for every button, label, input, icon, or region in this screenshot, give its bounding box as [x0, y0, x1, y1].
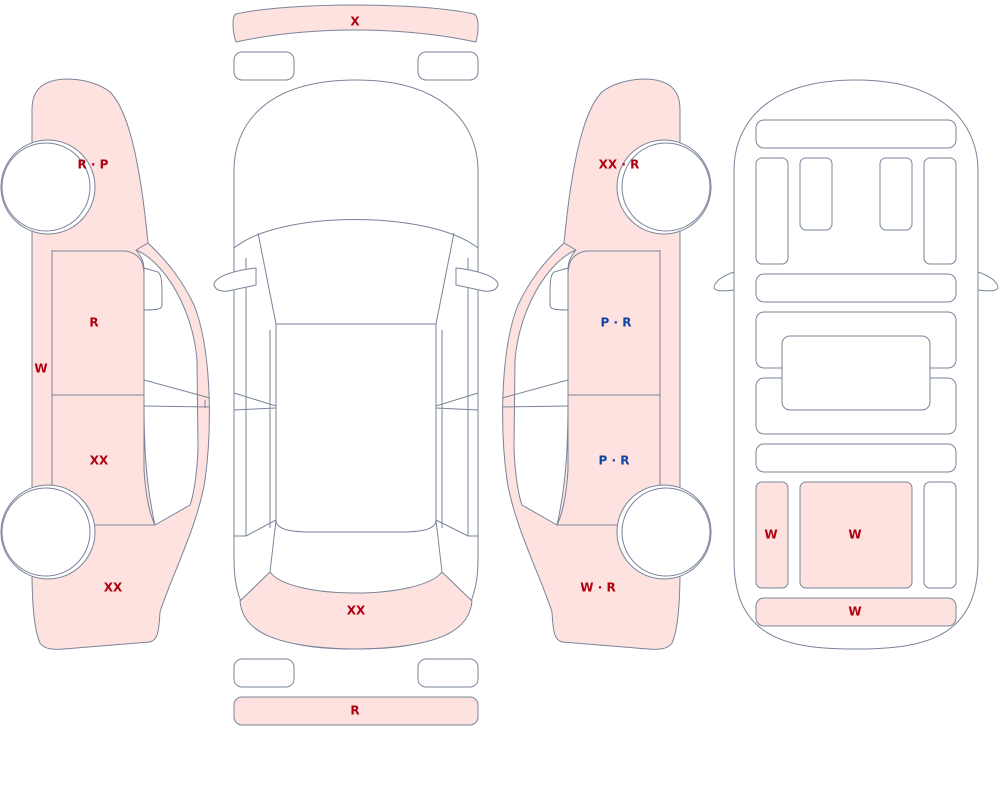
left-a-pillar-line [135, 242, 149, 251]
right-front-wheel [621, 142, 711, 232]
right-rear-line [435, 519, 478, 537]
damage-labels: X R XX R · P R XX XX W XX · R P · R P · … [34, 15, 861, 718]
left-front-door-code: R [89, 316, 98, 330]
right-top-mirror [455, 267, 499, 292]
left-front-fender-code: R · P [78, 158, 109, 172]
hood-code: XX [347, 604, 366, 618]
rear-bumper-code: R [350, 704, 359, 718]
left-rear-line [234, 519, 277, 537]
left-side-view [0, 78, 211, 650]
right-front-fender-code: XX · R [599, 158, 640, 172]
underbody-rear-right-rail [923, 481, 957, 589]
underbody-rear-left-rail [755, 481, 789, 589]
right-front-door-code: P · R [601, 316, 632, 330]
right-a-pillar-line [563, 242, 577, 251]
underbody-left-mirror [713, 271, 735, 292]
left-front-door-panel [51, 250, 145, 396]
underbody-rear-panel [755, 597, 957, 627]
floor-left-rear-code: W [764, 528, 777, 542]
right-hood-line [435, 519, 443, 573]
left-rear-quarter-code: XX [104, 581, 123, 595]
left-door-split-a [233, 392, 277, 407]
left-mirror [143, 267, 163, 311]
underbody-front-panel [755, 119, 957, 149]
left-rear-door-panel [51, 394, 156, 526]
left-a-pillar-top [257, 232, 277, 325]
underbody-front-left-rail [755, 157, 789, 265]
left-hood-line [269, 519, 277, 573]
right-mirror [549, 267, 569, 311]
roof-outline [275, 323, 437, 533]
right-rear-door-code: P · R [599, 454, 630, 468]
rear-right-light [417, 658, 479, 688]
rear-bumper-panel [233, 696, 479, 726]
underbody-front-right-inner [879, 157, 913, 231]
right-a-pillar-top [435, 232, 455, 325]
right-front-door-panel [567, 250, 661, 396]
right-rear-door-panel [556, 394, 661, 526]
underbody-tunnel [781, 335, 931, 411]
right-rear-wheel [621, 487, 711, 577]
right-door-split-b [435, 407, 479, 411]
left-rocker-code: W [34, 362, 47, 376]
left-front-wheel [1, 142, 91, 232]
front-bumper-panel [232, 4, 479, 43]
floor-center-rear-code: W [848, 528, 861, 542]
hood-panel [239, 571, 473, 650]
right-door-split-a [435, 392, 479, 407]
rear-left-light [233, 658, 295, 688]
underbody-crossmember-rear [755, 443, 957, 473]
underbody-front-left-inner [799, 157, 833, 231]
right-rear-quarter-code: W · R [580, 581, 615, 595]
underbody-rear-floor-pan [799, 481, 913, 589]
left-pillar-line-a [143, 379, 211, 399]
right-pillar-line-b [501, 405, 569, 408]
left-top-mirror [213, 267, 257, 292]
right-pillar-line-a [501, 379, 569, 399]
right-side-view [501, 78, 712, 650]
front-right-light [417, 51, 479, 81]
underbody-view [713, 79, 999, 650]
left-rear-door-code: XX [90, 454, 109, 468]
top-view [213, 4, 499, 726]
underbody-right-mirror [977, 271, 999, 292]
left-pillar-line-b [143, 405, 211, 408]
underbody-crossmember-front [755, 273, 957, 303]
windshield-outline [233, 219, 479, 249]
front-left-light [233, 51, 295, 81]
left-rear-wheel [1, 487, 91, 577]
front-bumper-code: X [350, 15, 360, 29]
underbody-front-right-rail [923, 157, 957, 265]
floor-rear-panel-code: W [848, 605, 861, 619]
left-door-split-b [233, 407, 277, 411]
